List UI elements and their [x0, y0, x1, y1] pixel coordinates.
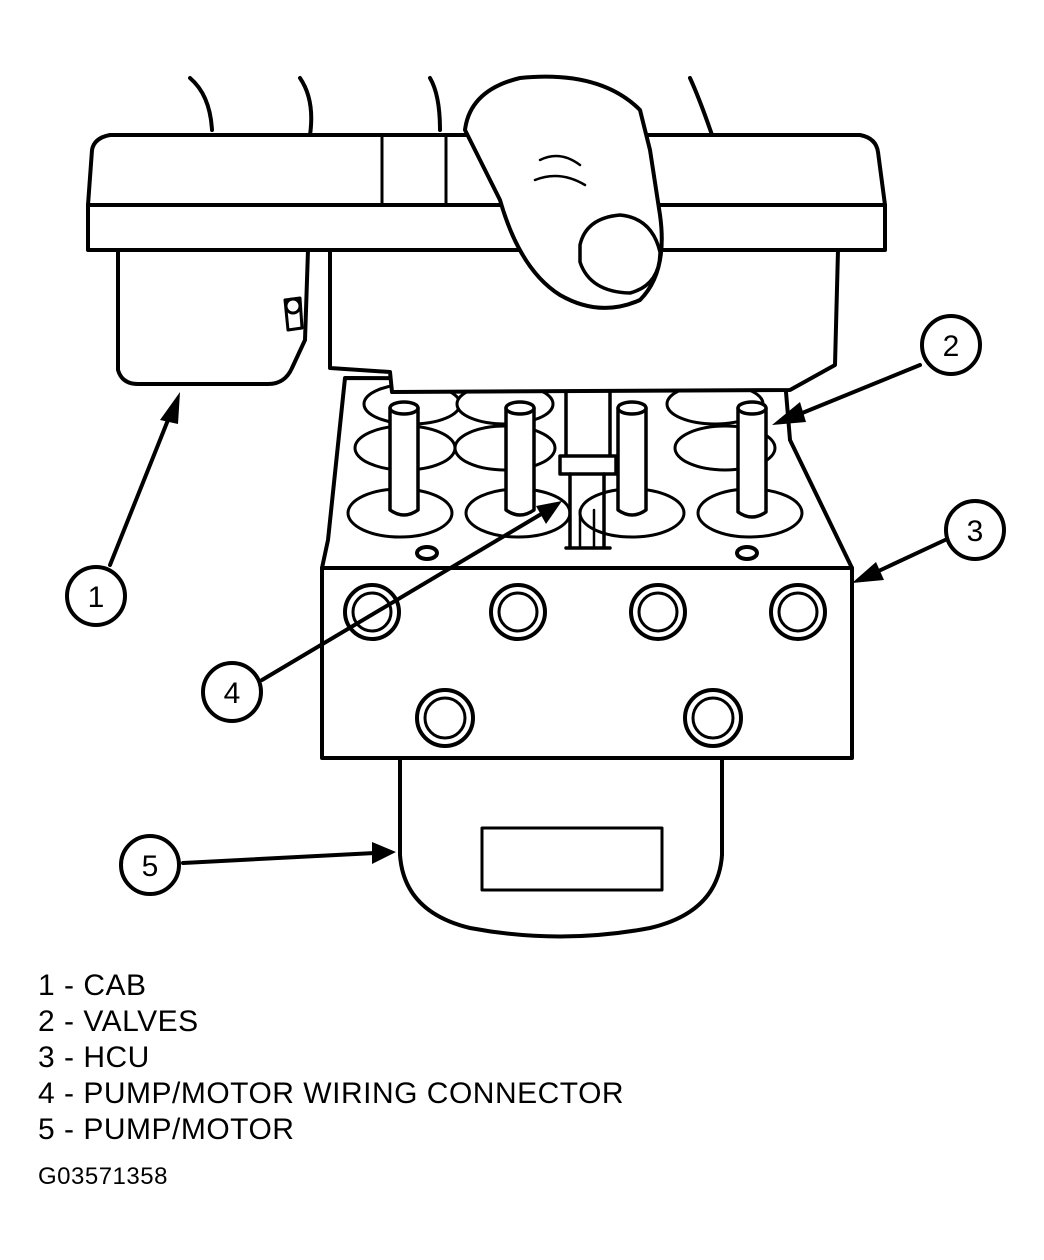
pump-motor: [398, 756, 724, 939]
callout-1: 1: [65, 565, 127, 627]
legend-item: 3 - HCU: [38, 1041, 150, 1074]
legend-item: 1 - CAB: [38, 969, 147, 1002]
callout-2: 2: [920, 314, 982, 376]
callout-5: 5: [119, 834, 181, 896]
callout-4: 4: [201, 661, 263, 723]
legend-item: 5 - PUMP/MOTOR: [38, 1113, 295, 1146]
abs-assembly-illustration: 1 2 3 4 5: [65, 74, 1006, 939]
callout-3-number: 3: [967, 515, 984, 548]
callout-2-number: 2: [943, 330, 960, 363]
hand: [188, 74, 714, 310]
parts-legend: 1 - CAB 2 - VALVES 3 - HCU 4 - PUMP/MOTO…: [38, 968, 624, 1148]
cab-module: [86, 133, 887, 394]
callout-4-number: 4: [224, 677, 241, 710]
valves: [388, 400, 768, 519]
callout-3: 3: [944, 499, 1006, 561]
legend-item: 2 - VALVES: [38, 1005, 199, 1038]
callout-arrows: [108, 363, 947, 865]
callout-1-number: 1: [88, 581, 105, 614]
legend-item: 4 - PUMP/MOTOR WIRING CONNECTOR: [38, 1077, 625, 1110]
callout-5-number: 5: [142, 850, 159, 883]
figure-id: G03571358: [38, 1163, 168, 1190]
